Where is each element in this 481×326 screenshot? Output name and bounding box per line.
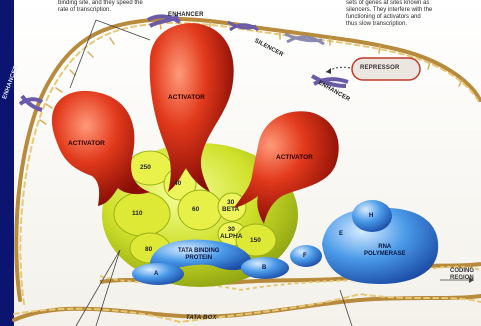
factor-h-label: H	[369, 213, 373, 220]
factor-110-label: 110	[132, 210, 143, 217]
coding-region-line-2: REGION	[450, 275, 474, 282]
repressor-label: REPRESSOR	[360, 65, 399, 71]
rna-polymerase-line-1: RNA	[364, 244, 405, 251]
caption-top-left-line-1: binding site, and they speed the	[58, 0, 143, 7]
caption-top-left-line-2: rate of transcription.	[58, 7, 143, 14]
factor-f-label: F	[303, 253, 307, 260]
factor-30-alpha-label: 30 ALPHA	[220, 226, 242, 240]
activator-middle-label: ACTIVATOR	[168, 94, 205, 101]
factor-30-beta-name: BETA	[222, 206, 239, 213]
factor-80-label: 80	[145, 246, 152, 253]
factor-250-label: 250	[140, 164, 151, 171]
factor-150-label: 150	[250, 237, 261, 244]
caption-top-right-line-3: functioning of activators and	[346, 14, 432, 21]
caption-top-right-line-1: sets of genes at sites known as	[346, 0, 432, 7]
tata-binding-protein-line-1: TATA BINDING	[178, 248, 219, 255]
factor-30-beta-label: 30 BETA	[222, 199, 239, 213]
activator-left-label: ACTIVATOR	[68, 140, 105, 147]
factor-30-alpha-name: ALPHA	[220, 233, 242, 240]
factor-40-label: 40	[174, 180, 181, 187]
caption-top-left: binding site, and they speed the rate of…	[58, 0, 143, 14]
enhancer-label-top: ENHANCER	[168, 12, 204, 18]
caption-top-right: sets of genes at sites known as silencer…	[346, 0, 432, 28]
caption-top-right-line-4: thus slow transcription.	[346, 21, 432, 28]
factor-b-label: B	[262, 265, 266, 272]
caption-top-right-line-2: silencers. They interfere with the	[346, 7, 432, 14]
rna-polymerase-line-2: POLYMERASE	[364, 251, 405, 258]
coding-region-line-1: CODING	[450, 268, 474, 275]
factor-e-label: E	[339, 231, 343, 238]
tata-binding-protein-line-2: PROTEIN	[178, 255, 219, 262]
factor-60-label: 60	[192, 206, 199, 213]
coding-region-label: CODING REGION	[450, 268, 474, 282]
factor-30-beta-number: 30	[222, 199, 239, 206]
tata-box-label: TATA BOX	[186, 315, 217, 321]
factor-a-label: A	[154, 271, 158, 278]
rna-polymerase-label: RNA POLYMERASE	[364, 244, 405, 258]
activator-right-label: ACTIVATOR	[276, 154, 313, 161]
tata-binding-protein-label: TATA BINDING PROTEIN	[178, 248, 219, 262]
factor-30-alpha-number: 30	[220, 226, 242, 233]
